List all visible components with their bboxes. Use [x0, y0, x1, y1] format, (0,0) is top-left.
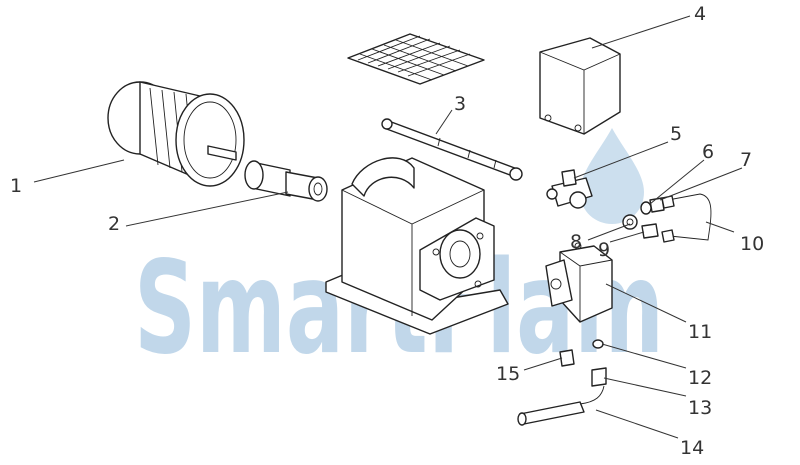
part-numbers: 1 2 3 4 5 6 7 8 9 10 11 12 13 14 15: [10, 3, 764, 459]
label-8: 8: [570, 231, 582, 253]
label-3: 3: [454, 93, 466, 115]
part-5-valve: [546, 169, 593, 209]
label-13: 13: [688, 397, 712, 419]
label-11: 11: [688, 321, 712, 343]
part-11-pump: [545, 242, 613, 323]
part-10-bent-tube: [661, 193, 712, 243]
label-7: 7: [740, 149, 752, 171]
leader-lines: [33, 15, 743, 439]
label-15: 15: [496, 363, 520, 385]
part-1-motor: [107, 81, 245, 187]
label-12: 12: [688, 367, 712, 389]
part-2-coupling: [244, 160, 328, 202]
label-1: 1: [10, 175, 22, 197]
part-12-o-ring: [592, 339, 604, 349]
label-5: 5: [670, 123, 682, 145]
part-9-nut: [641, 223, 659, 239]
part-14-hose: [517, 385, 605, 426]
flame-drop-icon: [580, 128, 644, 224]
part-4-cover: [539, 37, 621, 135]
label-2: 2: [108, 213, 120, 235]
label-10: 10: [740, 233, 764, 255]
label-4: 4: [694, 3, 706, 25]
label-6: 6: [702, 141, 714, 163]
label-14: 14: [680, 437, 704, 459]
housing-bracket: [325, 157, 509, 335]
mesh-filter: [347, 33, 485, 85]
part-6-ring: [640, 201, 652, 215]
part-13-elbow-fitting: [591, 367, 607, 387]
part-3-shaft: [381, 118, 523, 181]
part-15-plug: [559, 349, 575, 367]
label-9: 9: [598, 239, 610, 261]
part-8-washer: [622, 214, 638, 230]
